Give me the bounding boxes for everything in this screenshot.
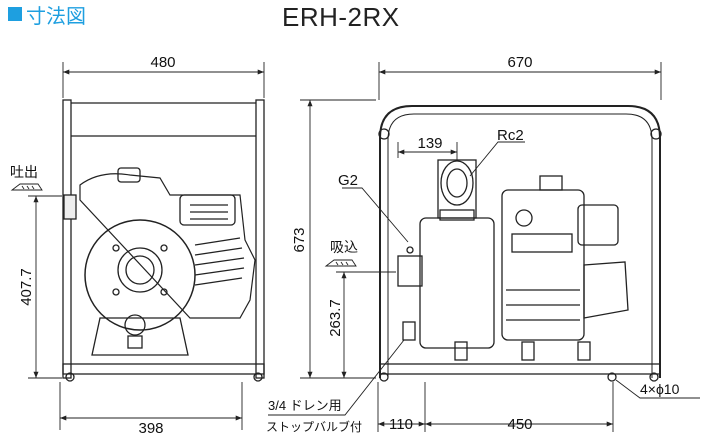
side-pump-casing [419,217,495,349]
discharge-arrow-icon [10,183,43,191]
g2-label: G2 [338,172,358,189]
rc2-label: Rc2 [497,127,524,144]
side-base-label: 450 [507,416,532,433]
front-engine [79,173,256,319]
front-width-label: 480 [150,54,175,71]
side-view [378,105,662,382]
side-base-left-label: 110 [389,416,413,433]
front-base-label: 398 [138,420,163,437]
front-pump-casing [84,219,196,331]
front-view [62,99,265,382]
side-width-label: 670 [507,54,532,71]
side-height-label: 673 [291,227,308,252]
section-title: 寸法図 [26,3,86,28]
drain-note-line2: ストップバルブ付 [266,419,362,434]
side-frame [379,105,661,378]
side-inlet-height-label: 263.7 [327,299,344,337]
front-height-label: 407.7 [18,268,35,306]
drain-note-line1: 3/4 ドレン用 [268,398,342,413]
side-engine [501,189,585,341]
side-offset-label: 139 [417,135,442,152]
front-base [62,363,265,375]
front-frame-left [62,99,72,379]
section-header: 寸法図 [0,0,86,28]
bolt-holes-label: 4×ϕ10 [640,381,680,397]
model-name: ERH-2RX [282,2,400,32]
front-frame-right [255,99,265,379]
suction-arrow-icon [324,259,357,267]
discharge-label: 吐出 [10,164,38,180]
header-square-icon [8,7,22,21]
suction-label: 吸込 [330,239,358,255]
